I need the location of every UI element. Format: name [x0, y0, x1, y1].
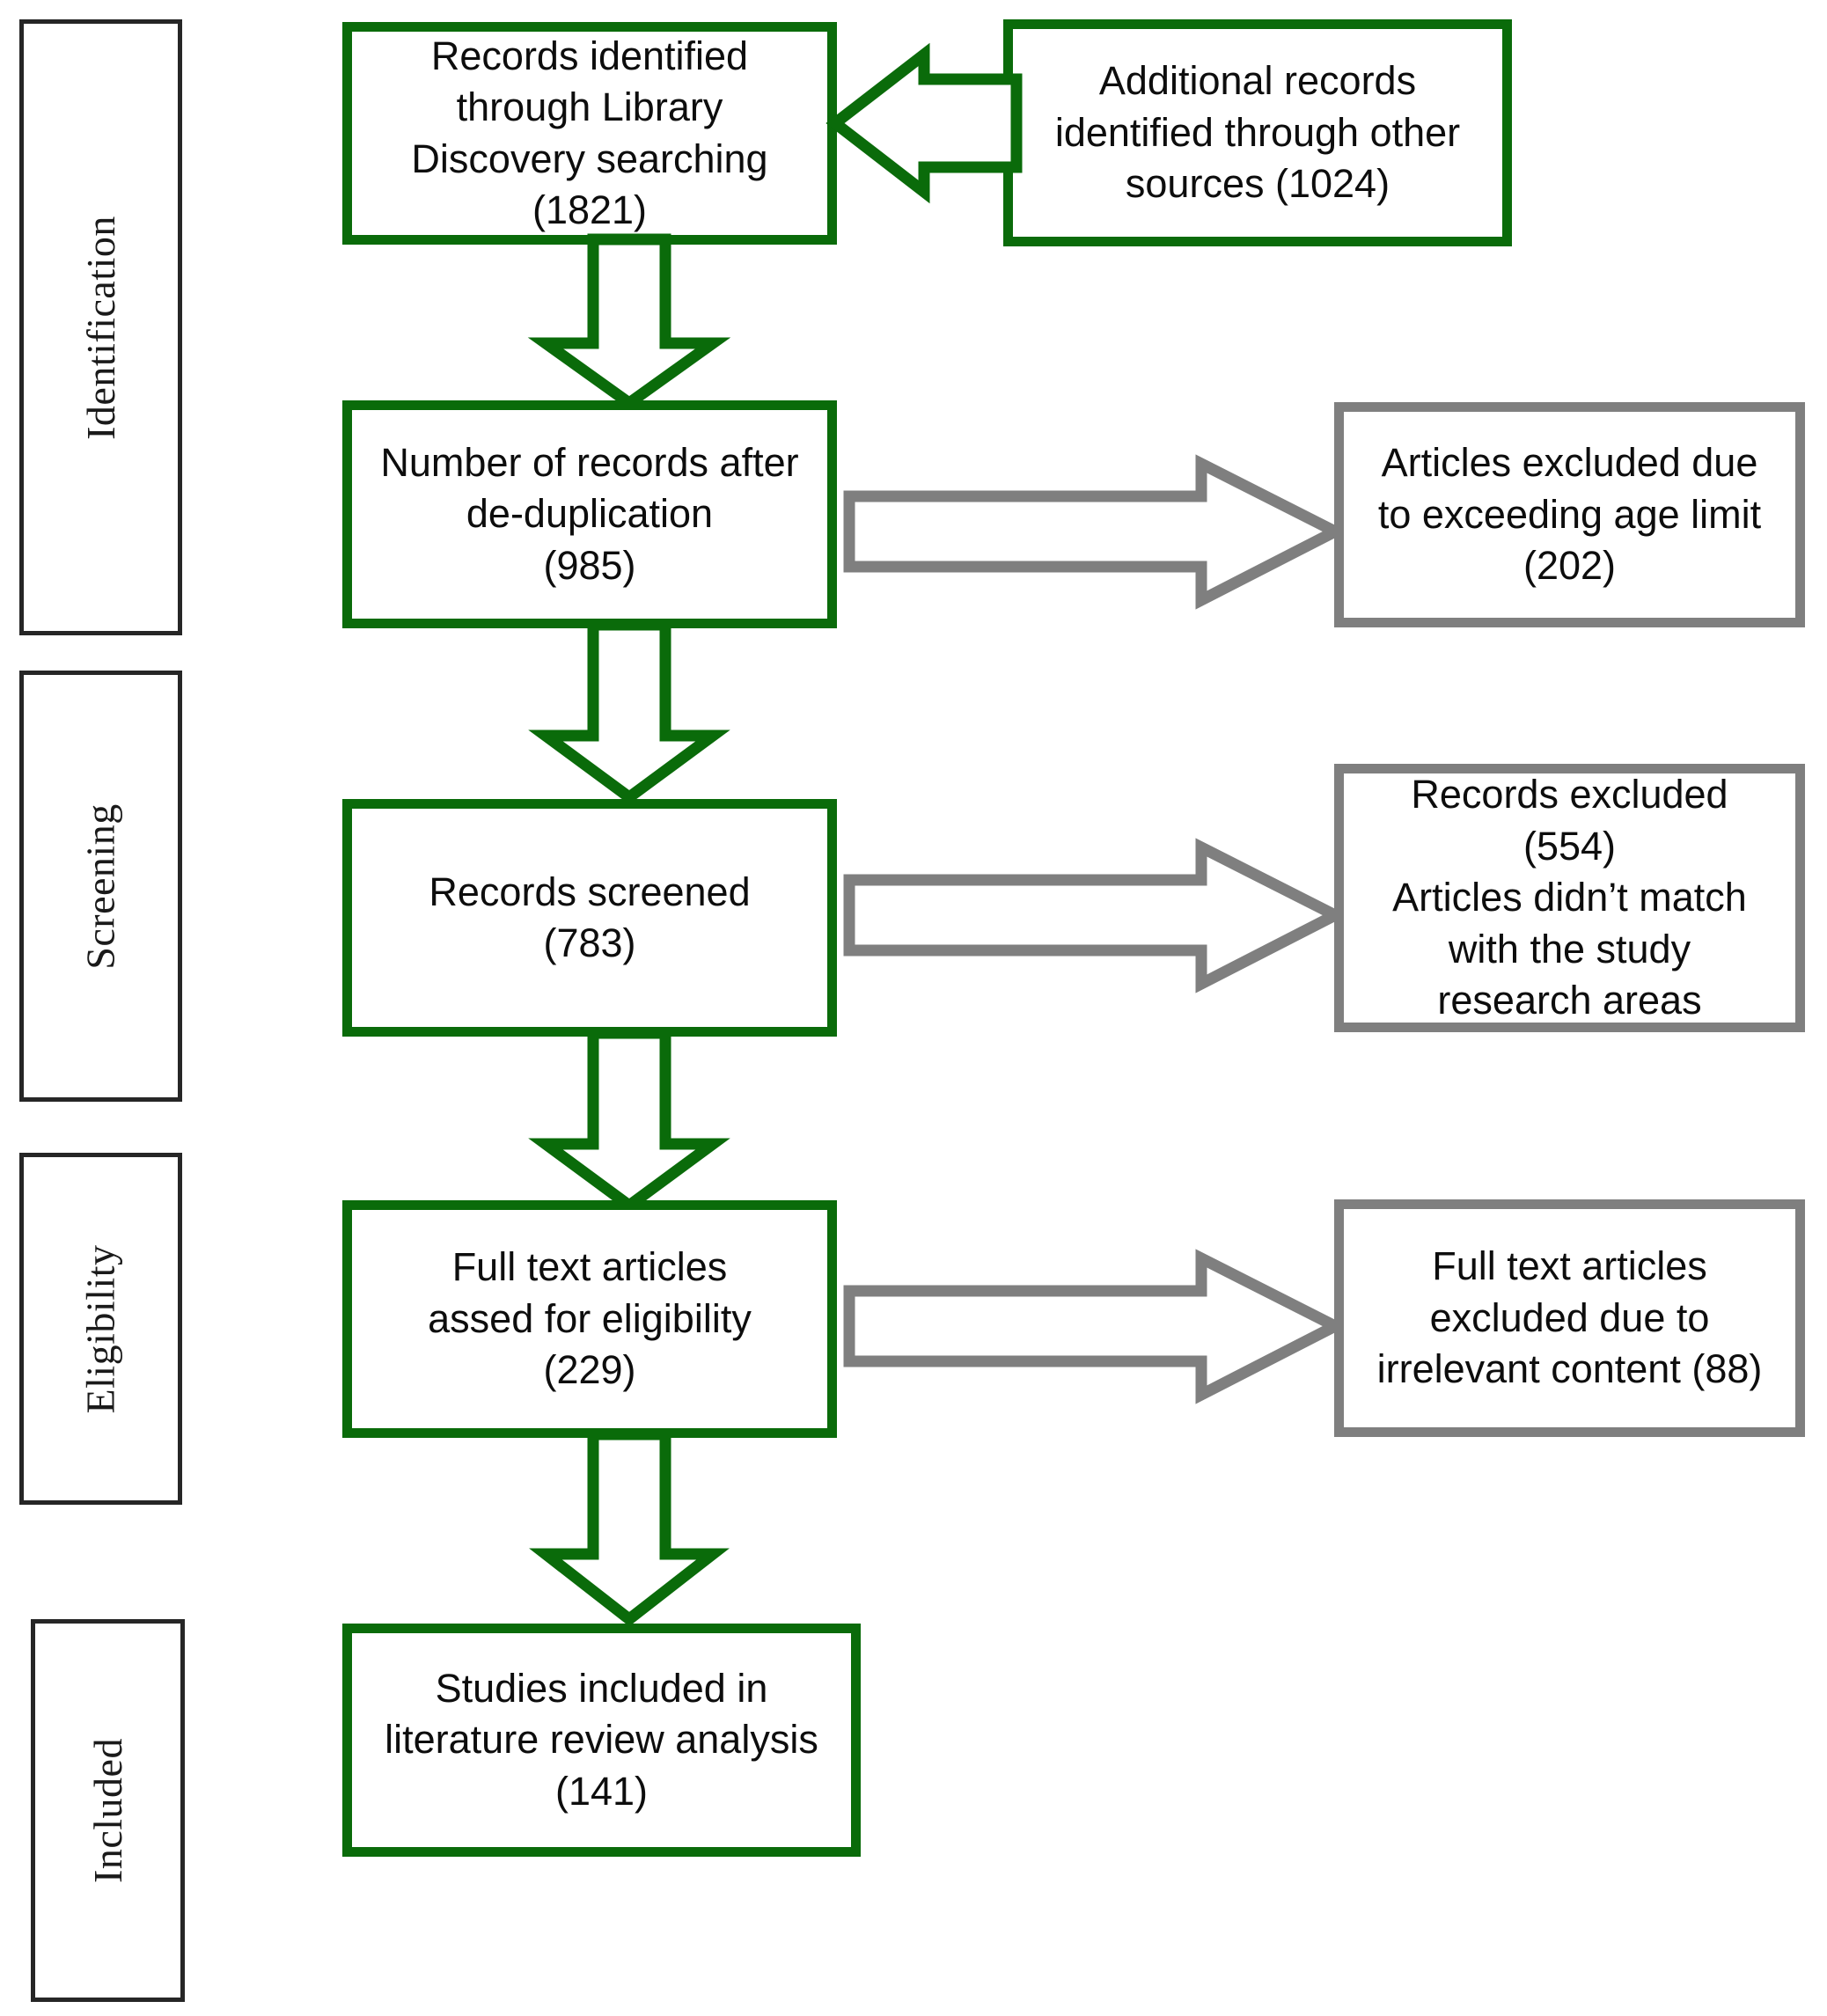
box-additional-records: Additional records identified through ot… — [1003, 19, 1512, 246]
stage-label-screening: Screening — [78, 803, 123, 970]
arrow-fulltext-to-fulltext-excluded — [843, 1249, 1348, 1404]
arrow-additional-to-identified — [825, 42, 1023, 204]
box-full-text-excluded-text: Full text articles excluded due to irrel… — [1376, 1243, 1763, 1392]
stage-label-identification: Identification — [78, 215, 124, 440]
stage-label-included: Included — [85, 1738, 130, 1883]
stage-box-eligibility: Eligibility — [19, 1153, 182, 1505]
arrow-dedup-to-screened — [528, 619, 730, 805]
arrow-identified-to-dedup — [527, 233, 731, 410]
stage-box-included: Included — [31, 1619, 185, 2002]
box-records-excluded: Records excluded (554) Articles didn’t m… — [1334, 764, 1805, 1032]
box-records-after-dedup: Number of records after de-duplication (… — [342, 400, 837, 628]
arrow-dedup-to-age-excluded — [843, 454, 1348, 610]
box-additional-records-text: Additional records identified through ot… — [1054, 58, 1461, 207]
box-records-screened-text: Records screened (783) — [429, 869, 751, 966]
arrow-screened-to-records-excluded — [843, 838, 1348, 993]
box-records-excluded-text: Records excluded (554) Articles didn’t m… — [1392, 772, 1747, 1023]
box-full-text-excluded: Full text articles excluded due to irrel… — [1334, 1199, 1805, 1437]
arrow-fulltext-to-included — [529, 1428, 730, 1627]
box-records-identified-library-text: Records identified through Library Disco… — [411, 33, 768, 233]
stage-box-identification: Identification — [19, 19, 182, 635]
box-full-text-assessed: Full text articles assed for eligibility… — [342, 1200, 837, 1438]
box-records-screened: Records screened (783) — [342, 799, 837, 1037]
box-articles-excluded-age-text: Articles excluded due to exceeding age l… — [1377, 440, 1762, 589]
stage-label-eligibility: Eligibility — [78, 1243, 123, 1414]
box-articles-excluded-age: Articles excluded due to exceeding age l… — [1334, 402, 1805, 627]
box-studies-included: Studies included in literature review an… — [342, 1624, 861, 1857]
box-studies-included-text: Studies included in literature review an… — [385, 1665, 818, 1814]
arrow-screened-to-fulltext — [528, 1027, 730, 1213]
box-records-identified-library: Records identified through Library Disco… — [342, 22, 837, 245]
box-records-after-dedup-text: Number of records after de-duplication (… — [380, 439, 799, 588]
box-full-text-assessed-text: Full text articles assed for eligibility… — [428, 1244, 752, 1393]
stage-box-screening: Screening — [19, 671, 182, 1102]
